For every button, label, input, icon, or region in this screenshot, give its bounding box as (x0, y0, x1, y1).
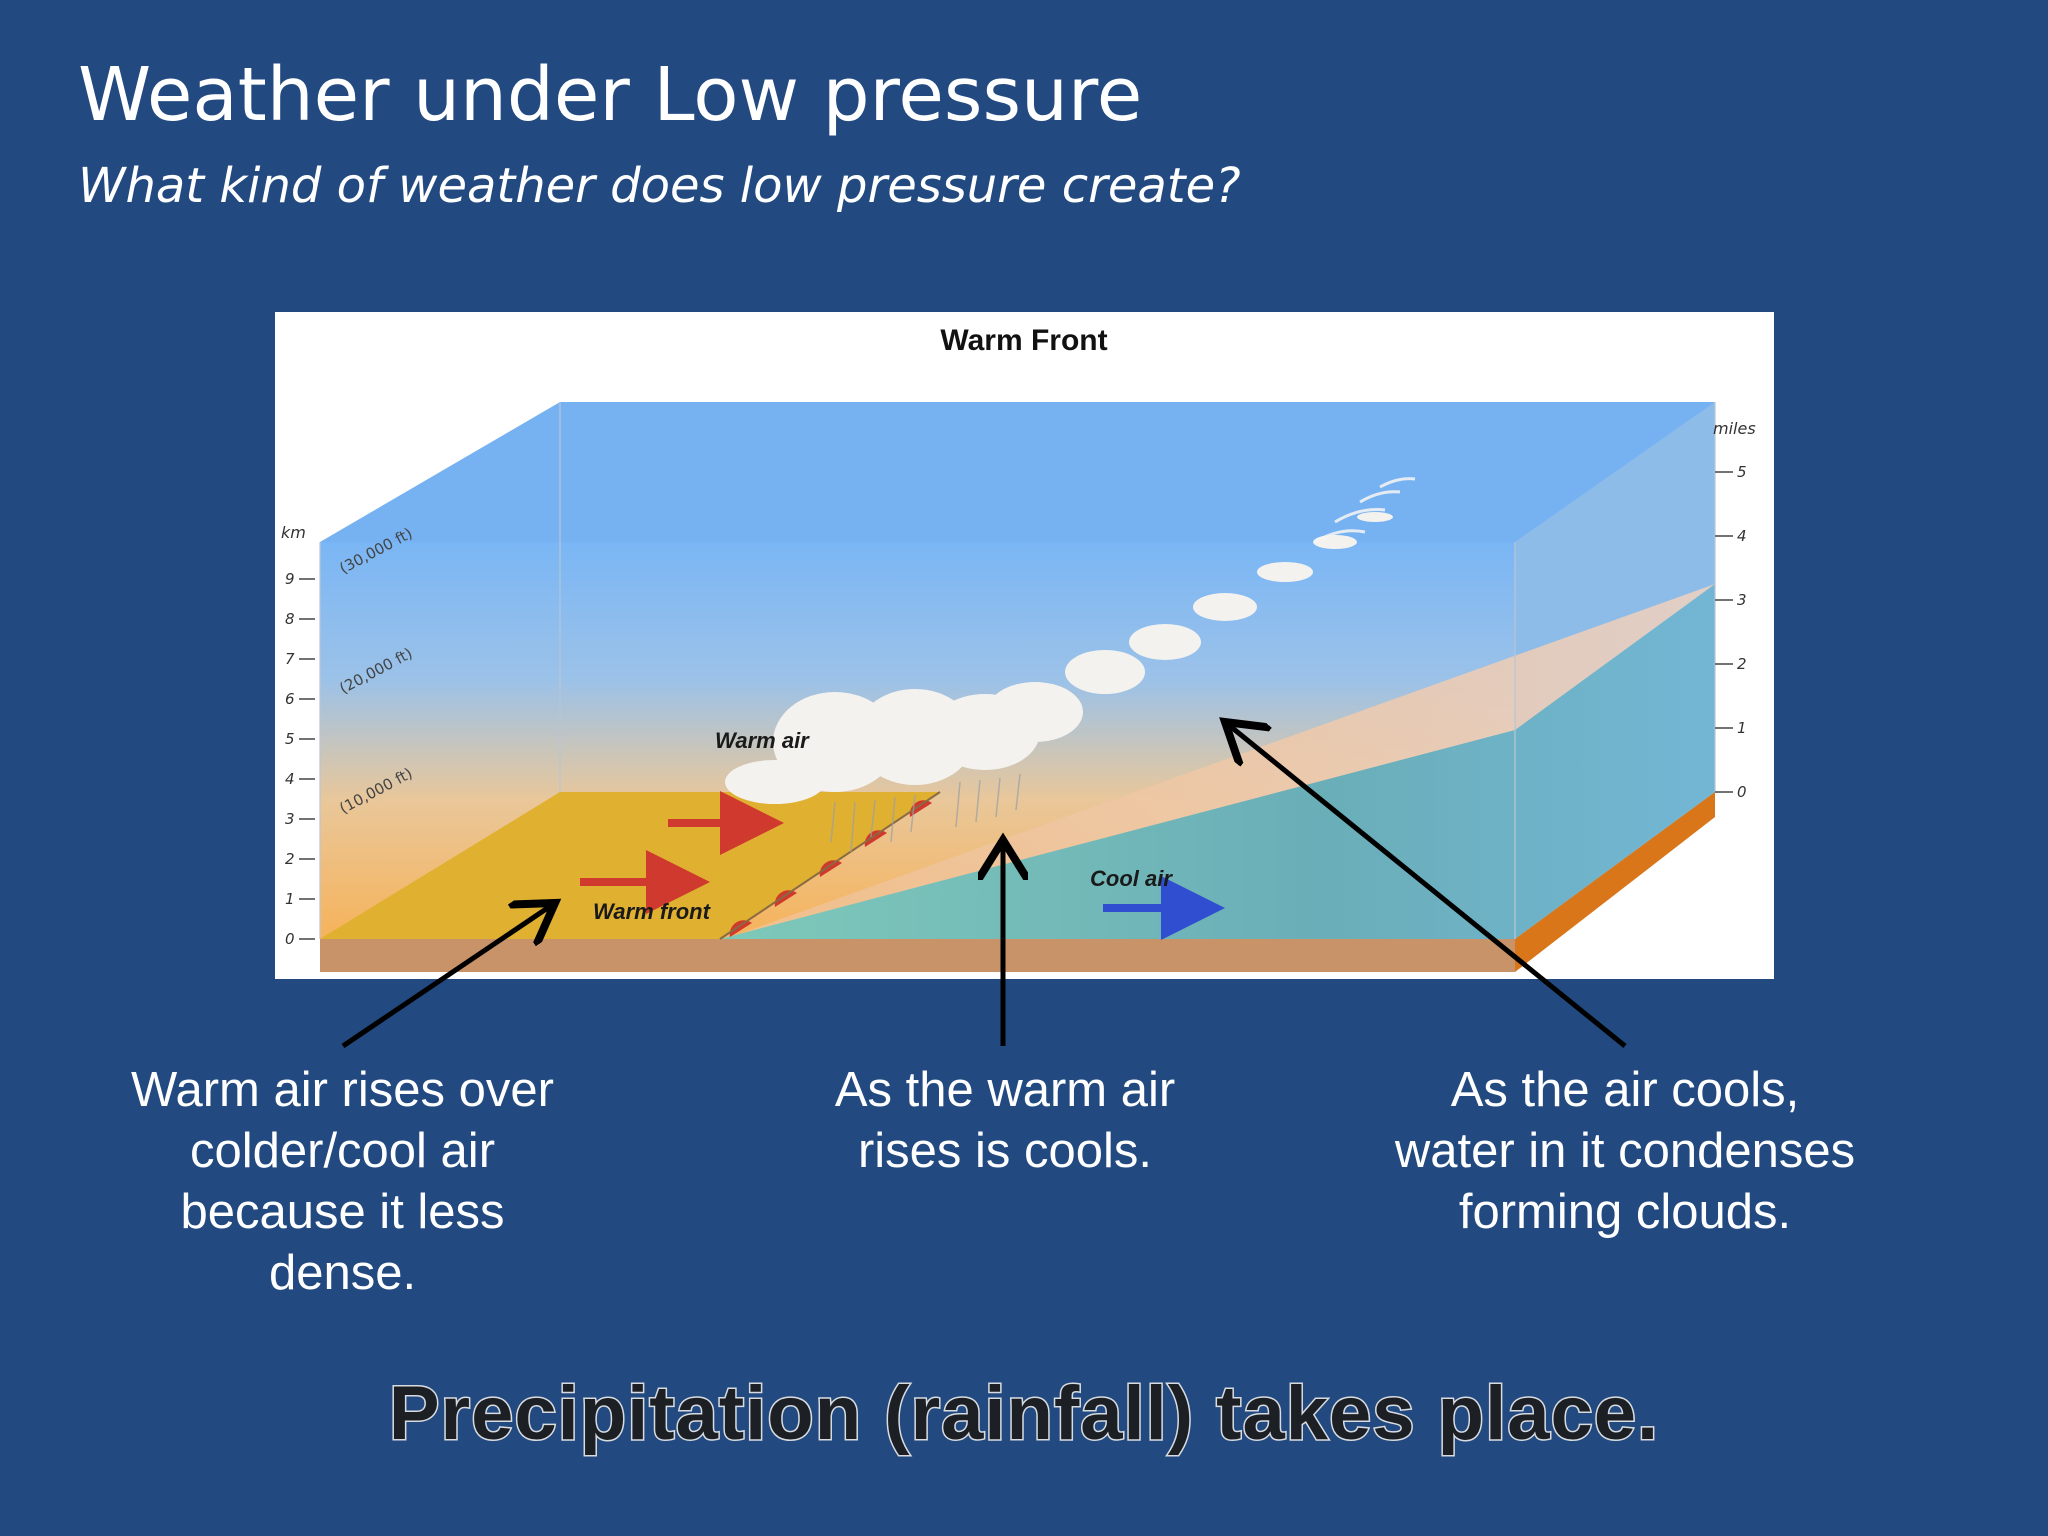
right-axis-tick-label: 4 (1737, 527, 1747, 545)
caption-warm-air-rises: Warm air rises over colder/cool air beca… (131, 1063, 554, 1300)
ground-strip (320, 939, 1515, 972)
left-axis-tick-label: 3 (285, 810, 295, 828)
left-axis-tick-label: 6 (285, 690, 295, 708)
rain-streaks (830, 773, 1021, 853)
left-axis-tick-label: 2 (285, 850, 295, 868)
caption-air-cools: As the warm air rises is cools. (834, 1063, 1176, 1178)
left-axis-tick-label: 5 (285, 730, 295, 748)
warm-front-diagram: Warm Front Warm air Cool air Warm front … (275, 312, 1774, 979)
label-warm-air: Warm air (715, 728, 810, 753)
left-axis-ticks: 0 1 2 3 4 5 6 7 8 9 (285, 570, 315, 948)
right-axis-tick-label: 3 (1737, 591, 1747, 609)
label-warm-front: Warm front (593, 899, 712, 924)
warm-front-symbol (729, 800, 932, 937)
slide-subtitle: What kind of weather does low pressure c… (78, 158, 1241, 214)
right-axis-unit: miles (1713, 419, 1756, 438)
label-cool-air: Cool air (1090, 866, 1173, 891)
right-axis-tick-label: 2 (1737, 655, 1747, 673)
left-axis-tick-label: 9 (285, 570, 295, 588)
left-axis-tick-label: 4 (285, 770, 295, 788)
precipitation-conclusion: Precipitation (rainfall) takes place. (387, 1370, 1660, 1458)
left-axis-tick-label: 1 (285, 890, 295, 908)
left-axis-tick-label: 8 (285, 610, 295, 628)
right-axis-tick-label: 1 (1737, 719, 1747, 737)
left-axis-unit: km (281, 523, 306, 542)
caption-condensation: As the air cools, water in it condenses … (1394, 1063, 1856, 1239)
diagram-title: Warm Front (940, 324, 1107, 357)
left-axis-tick-label: 7 (285, 650, 295, 668)
right-axis-ticks: 0 1 2 3 4 5 (1715, 463, 1747, 801)
right-axis-tick-label: 0 (1737, 783, 1747, 801)
sky-top-face (320, 402, 1715, 542)
slide-title: Weather under Low pressure (78, 52, 1143, 138)
diagram-canvas: Warm Front Warm air Cool air Warm front … (281, 324, 1756, 972)
right-axis-tick-label: 5 (1737, 463, 1747, 481)
left-axis-tick-label: 0 (285, 930, 295, 948)
